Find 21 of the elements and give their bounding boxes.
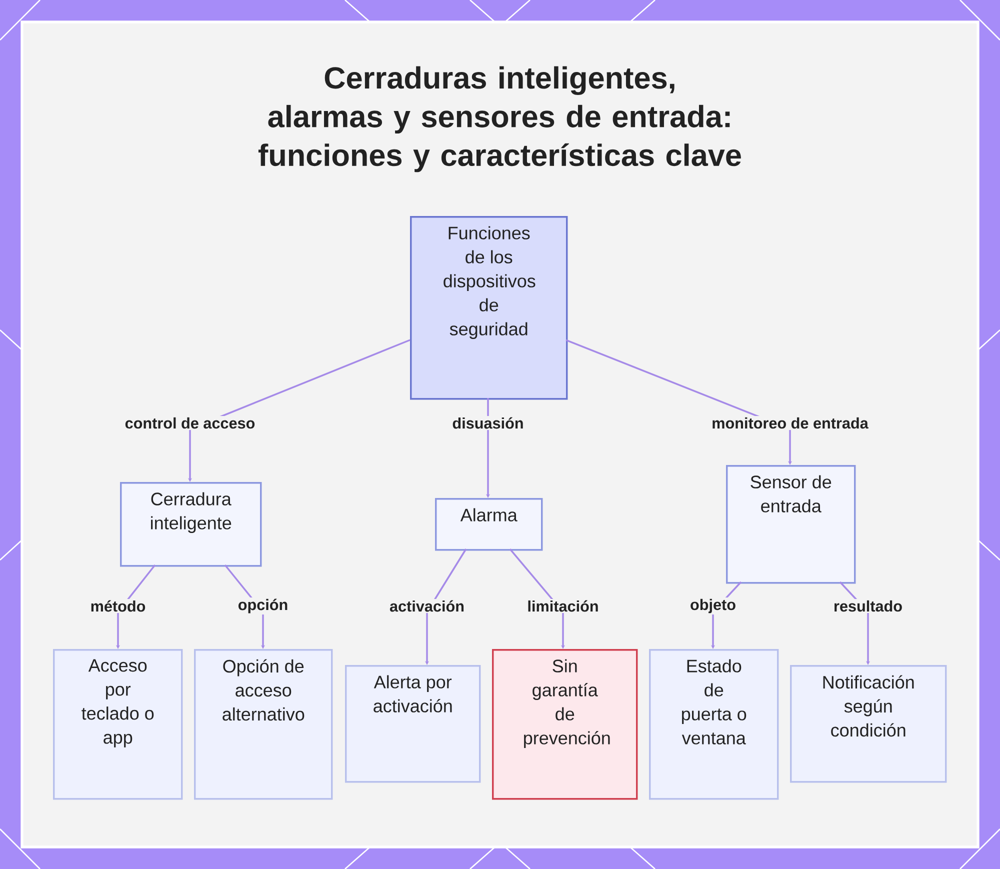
- edge-label: resultado: [832, 599, 904, 613]
- detail-box: Notificación según condición: [790, 665, 947, 783]
- edge-label: activación: [388, 598, 466, 614]
- edge-label: objeto: [688, 598, 738, 614]
- detail-box: Opción de acceso alternativo: [194, 649, 333, 800]
- edge-label: monitoreo de entrada: [710, 416, 870, 430]
- detail-box: Acceso por teclado o app: [53, 649, 183, 800]
- warning-box: Sin garantía de prevención: [492, 649, 638, 800]
- edge-label: control de acceso: [123, 416, 257, 430]
- edge-label: disuasión: [450, 416, 526, 430]
- title: Cerraduras inteligentes, alarmas y sensores de entrada: funciones y características clave: [258, 66, 741, 172]
- edge-label: método: [88, 598, 148, 614]
- category-box: Cerradura inteligente: [120, 482, 262, 567]
- connector: [566, 339, 792, 465]
- category-box: Alarma: [435, 498, 543, 551]
- detail-box: Alerta por activación: [345, 665, 481, 783]
- root-box: Funciones de los dispositivos de seguridad: [410, 216, 568, 400]
- detail-box: Estado de puerta o ventana: [649, 649, 779, 800]
- category-box: Sensor de entrada: [726, 465, 856, 584]
- edge-label: opción: [236, 597, 290, 615]
- edge-label: limitación: [526, 598, 600, 614]
